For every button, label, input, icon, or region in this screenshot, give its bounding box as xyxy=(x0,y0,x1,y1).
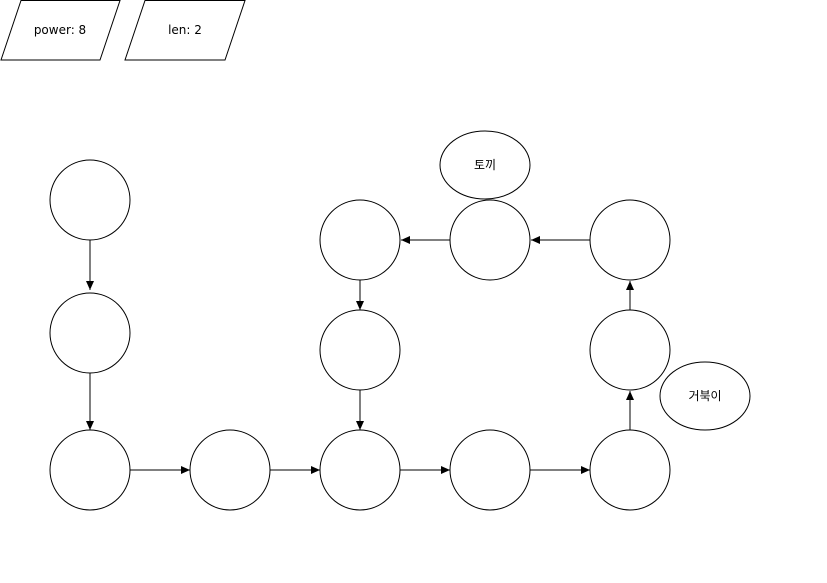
diagram-edges xyxy=(86,236,634,474)
node-h xyxy=(449,199,531,281)
len-info-label: len: 2 xyxy=(168,23,202,37)
node-c xyxy=(319,429,401,511)
power-info-label: power: 8 xyxy=(34,23,86,37)
node-f xyxy=(589,309,671,391)
node-i xyxy=(319,199,401,281)
power-info-box: power: 8 xyxy=(0,0,121,61)
len-info-box: len: 2 xyxy=(124,0,246,61)
rabbit-annotation: 토끼 xyxy=(439,130,531,200)
rabbit-label: 토끼 xyxy=(474,158,496,172)
node-a3 xyxy=(49,429,131,511)
node-e xyxy=(589,429,671,511)
node-j xyxy=(319,309,401,391)
turtle-annotation: 거북이 xyxy=(659,361,751,431)
node-a1 xyxy=(49,159,131,241)
node-a2 xyxy=(49,292,131,374)
node-d xyxy=(449,429,531,511)
diagram-nodes xyxy=(49,159,671,511)
node-g xyxy=(589,199,671,281)
turtle-label: 거북이 xyxy=(688,389,721,403)
node-b xyxy=(189,429,271,511)
